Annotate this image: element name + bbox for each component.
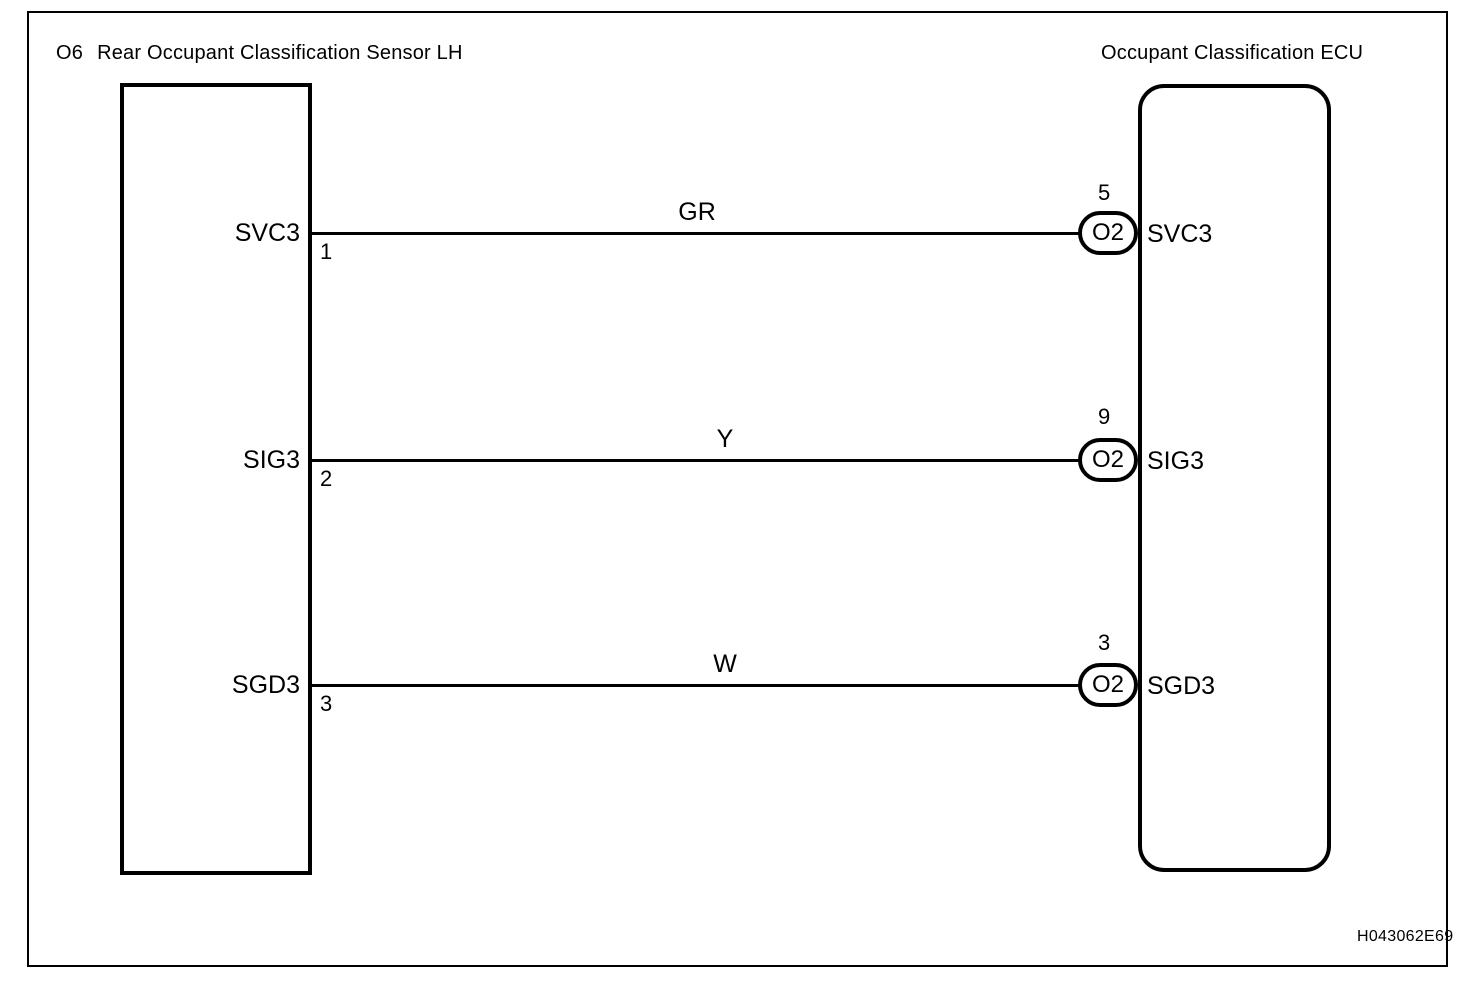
terminal-oval: O2 [1078, 211, 1138, 255]
terminal-label: O2 [1091, 445, 1124, 473]
terminal-label: O2 [1091, 218, 1124, 246]
left-signal-label: SVC3 [234, 219, 300, 247]
terminal-oval: O2 [1078, 438, 1138, 482]
wire-color-label: GR [678, 198, 716, 226]
left-connector-body [120, 83, 312, 875]
right-signal-label: SIG3 [1147, 447, 1204, 475]
right-signal-label: SVC3 [1147, 220, 1213, 248]
right-signal-label: SGD3 [1147, 672, 1216, 700]
left-pin-number: 2 [320, 466, 333, 491]
wire-color-label: Y [716, 425, 734, 453]
right-component-title: Occupant Classification ECU [1101, 42, 1363, 65]
left-signal-label: SIG3 [243, 446, 300, 474]
left-component-name: Rear Occupant Classification Sensor LH [97, 42, 463, 64]
right-pin-number: 3 [1098, 630, 1111, 655]
diagram-frame [27, 11, 1448, 967]
wire-line [312, 684, 1082, 687]
right-pin-number: 9 [1098, 404, 1111, 429]
terminal-label: O2 [1091, 670, 1124, 698]
diagram-reference-code: H043062E69 [1357, 928, 1454, 945]
left-pin-number: 3 [320, 691, 333, 716]
wire-line [312, 459, 1082, 462]
wire-line [312, 232, 1082, 235]
left-signal-label: SGD3 [231, 671, 300, 699]
wire-color-label: W [713, 650, 737, 678]
left-component-title: O6 Rear Occupant Classification Sensor LH [56, 42, 463, 65]
right-pin-number: 5 [1098, 180, 1111, 205]
right-component-name: Occupant Classification ECU [1101, 42, 1364, 64]
terminal-oval: O2 [1078, 663, 1138, 707]
left-component-code: O6 [56, 42, 84, 64]
right-connector-body [1138, 84, 1331, 872]
left-pin-number: 1 [320, 239, 333, 264]
